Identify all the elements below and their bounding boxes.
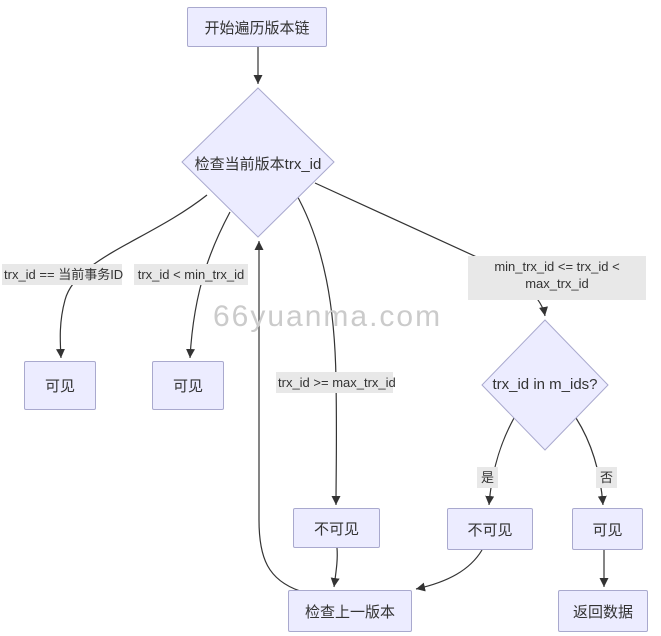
node-visible-eq-current: 可见 xyxy=(24,361,96,410)
node-return-data: 返回数据 xyxy=(558,590,648,632)
edge-label-ge-max: trx_id >= max_trx_id xyxy=(276,372,396,393)
edge-invisible-in-to-checkprev xyxy=(415,549,483,592)
edge-label-yes: 是 xyxy=(477,467,498,488)
edge-inmids-yes-to-invisible xyxy=(485,417,515,506)
edge-inmids-no-to-visible xyxy=(575,417,607,506)
edge-checkprev-loop-to-check xyxy=(254,241,301,592)
edge-label-between-line2: max_trx_id xyxy=(525,276,589,291)
edge-check-to-invisible-ge xyxy=(294,191,341,506)
node-check-previous-version: 检查上一版本 xyxy=(288,590,412,632)
node-start: 开始遍历版本链 xyxy=(187,7,327,47)
node-visible-lt-min: 可见 xyxy=(152,361,224,410)
edge-label-between: min_trx_id <= trx_id < max_trx_id xyxy=(468,256,646,300)
edge-invisible-ge-to-checkprev xyxy=(330,547,340,588)
edge-check-to-visible-lt xyxy=(186,211,231,359)
node-visible-not-in-mids: 可见 xyxy=(572,508,643,550)
decision-check-current-trxid-label: 检查当前版本trx_id xyxy=(194,156,322,173)
edge-label-eq-current: trx_id == 当前事务ID xyxy=(2,264,123,285)
edge-label-no: 否 xyxy=(596,467,617,488)
decision-trxid-in-mids-label: trx_id in m_ids? xyxy=(492,376,598,393)
edge-label-between-line1: min_trx_id <= trx_id < xyxy=(494,259,620,274)
decision-trxid-in-mids-shape xyxy=(481,319,609,451)
decision-check-current-trxid-shape xyxy=(181,87,335,238)
node-invisible-ge-max: 不可见 xyxy=(293,508,380,548)
edge-label-lt-min: trx_id < min_trx_id xyxy=(134,264,248,285)
node-invisible-in-mids: 不可见 xyxy=(447,508,533,550)
